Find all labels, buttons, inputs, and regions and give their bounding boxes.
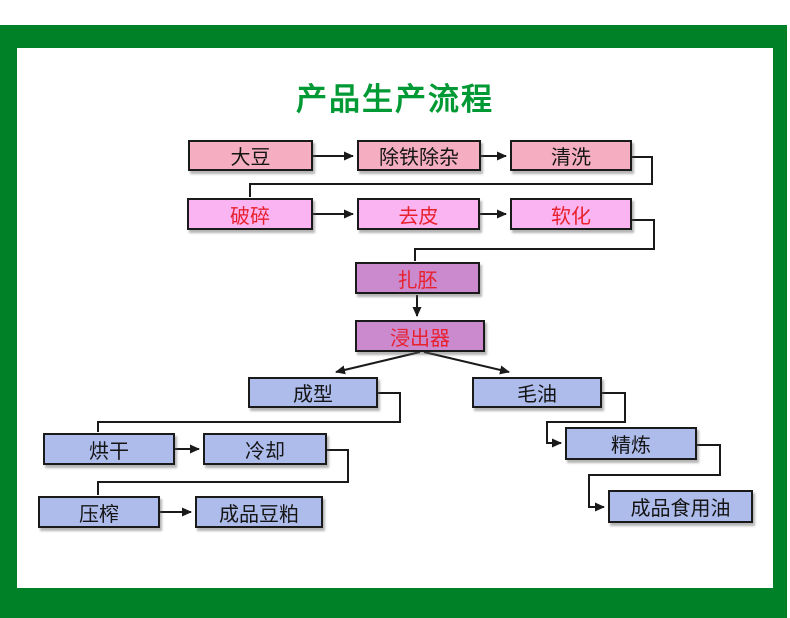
- node-extractor: 浸出器: [355, 320, 485, 352]
- node-soybean-meal: 成品豆粕: [195, 496, 323, 528]
- green-frame: [0, 25, 787, 618]
- node-iron-impurity-removal: 除铁除杂: [357, 140, 481, 171]
- node-edible-oil: 成品食用油: [608, 490, 753, 523]
- node-crushing: 破碎: [187, 198, 313, 230]
- node-softening: 软化: [510, 198, 632, 230]
- node-flaking: 扎胚: [355, 262, 480, 294]
- node-peeling: 去皮: [357, 198, 480, 230]
- node-crude-oil: 毛油: [472, 377, 602, 408]
- node-forming: 成型: [248, 377, 378, 408]
- node-washing: 清洗: [510, 140, 632, 171]
- node-pressing: 压榨: [38, 496, 160, 528]
- node-cooling: 冷却: [203, 433, 327, 465]
- page-title: 产品生产流程: [296, 82, 494, 117]
- node-refining: 精炼: [565, 427, 697, 460]
- node-drying: 烘干: [43, 433, 175, 465]
- node-soybean: 大豆: [188, 140, 313, 171]
